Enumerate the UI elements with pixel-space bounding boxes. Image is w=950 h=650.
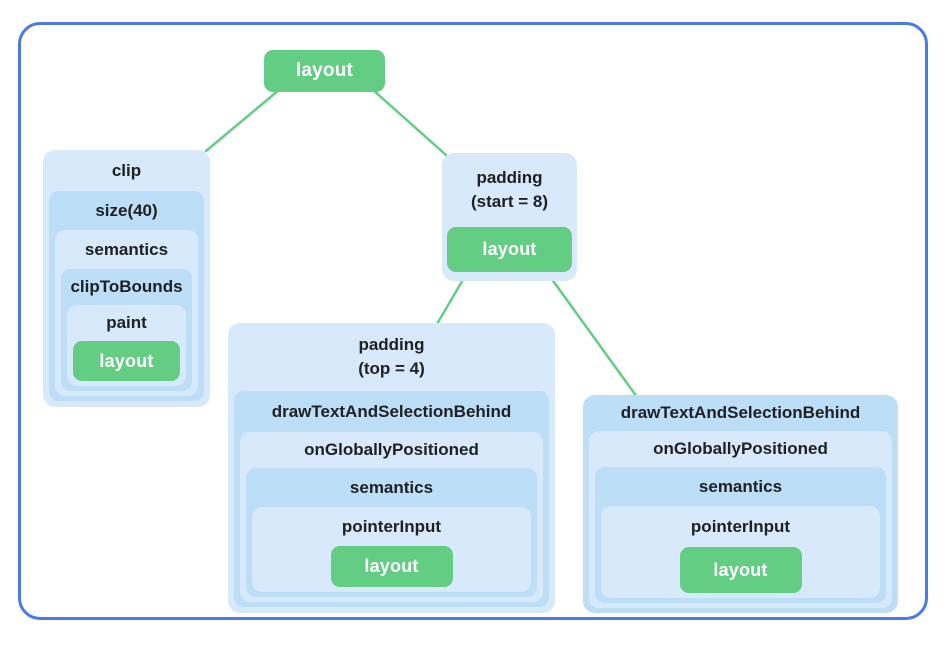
node-root-layout: layout (264, 50, 385, 92)
node-pt-pointerinput: pointerInput layout (252, 507, 531, 592)
node-drawtext-card: drawTextAndSelectionBehind onGloballyPos… (583, 395, 898, 613)
node-drawtext-layout-leaf: layout (679, 547, 802, 593)
node-pt-ongloballypositioned: onGloballyPositioned semantics pointerIn… (240, 432, 543, 602)
node-size40-title: size(40) (95, 201, 158, 220)
node-pt-drawtext-title: drawTextAndSelectionBehind (271, 402, 512, 421)
node-padding-start-card: padding (start = 8) layout (442, 153, 577, 281)
node-drawtext-title: drawTextAndSelectionBehind (620, 403, 861, 422)
node-pt-pointerinput-title: pointerInput (341, 517, 442, 536)
node-clip-title: clip (111, 161, 142, 180)
node-pt-drawtext: drawTextAndSelectionBehind onGloballyPos… (234, 391, 549, 607)
node-dt-pointerinput: pointerInput layout (601, 506, 880, 598)
node-padding-top-layout-leaf: layout (330, 546, 453, 587)
node-padding-top-title: padding (358, 335, 425, 354)
node-paint-title: paint (106, 313, 147, 332)
node-dt-ongloballypositioned-title: onGloballyPositioned (653, 439, 828, 458)
node-padding-top-header: padding (top = 4) (228, 323, 555, 391)
node-clip-semantics: semantics clipToBounds paint layout (55, 230, 198, 396)
node-clip-layout-leaf: layout (73, 341, 180, 381)
node-pt-ongloballypositioned-title: onGloballyPositioned (304, 440, 479, 459)
node-padding-top-subtitle: (top = 4) (358, 359, 425, 378)
node-size40: size(40) semantics clipToBounds paint la… (49, 191, 204, 401)
node-pt-semantics: semantics pointerInput layout (246, 468, 537, 597)
node-paint: paint layout (67, 305, 186, 386)
node-clip-card: clip size(40) semantics clipToBounds pai… (43, 150, 210, 407)
node-padding-start-layout-leaf: layout (447, 227, 572, 272)
node-dt-semantics: semantics pointerInput layout (595, 467, 886, 603)
node-pt-semantics-title: semantics (349, 478, 434, 497)
node-dt-ongloballypositioned: onGloballyPositioned semantics pointerIn… (589, 431, 892, 608)
node-dt-pointerinput-title: pointerInput (690, 517, 791, 536)
node-clip-semantics-title: semantics (84, 240, 169, 259)
node-padding-top-card: padding (top = 4) drawTextAndSelectionBe… (228, 323, 555, 613)
node-padding-start-title: padding (476, 168, 543, 187)
node-dt-semantics-title: semantics (698, 477, 783, 496)
node-cliptobounds-title: clipToBounds (70, 277, 183, 296)
node-padding-start-subtitle: (start = 8) (471, 192, 548, 211)
node-padding-start-header: padding (start = 8) (442, 153, 577, 214)
node-cliptobounds: clipToBounds paint layout (61, 269, 192, 391)
